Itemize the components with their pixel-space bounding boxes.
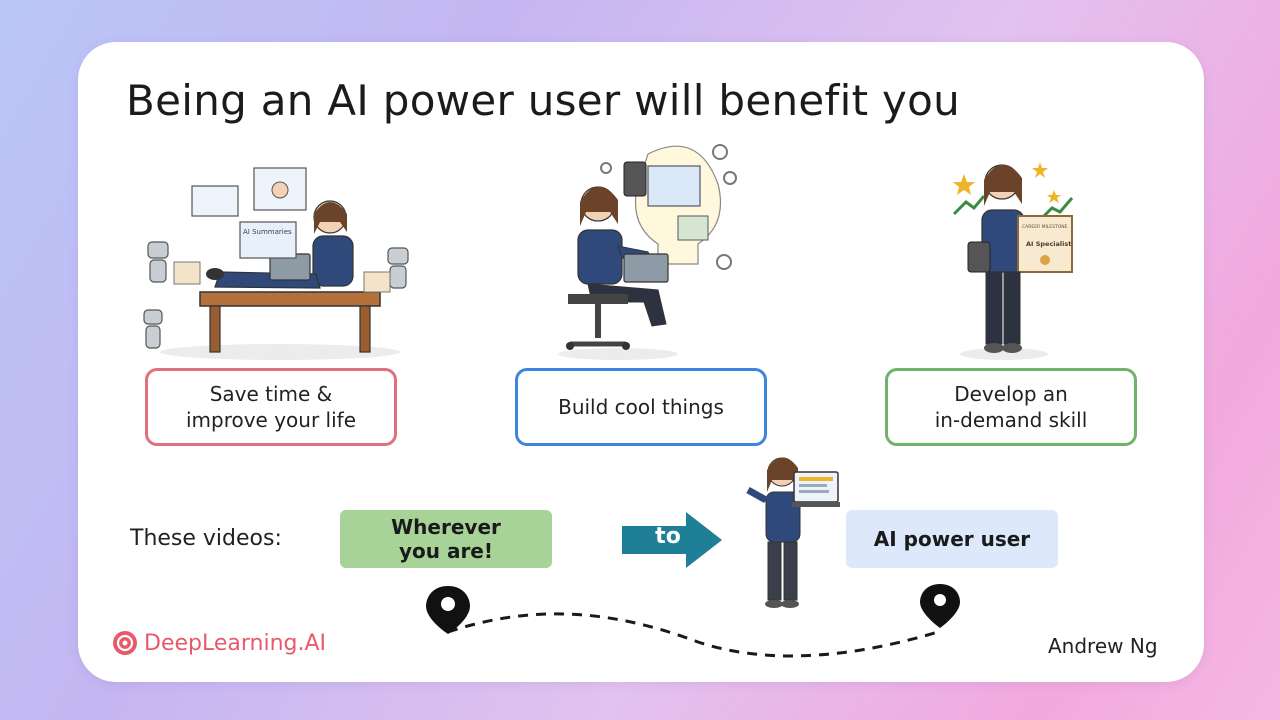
illustration-skill: CAREER MILESTONE AI Specialist — [952, 162, 1074, 360]
journey-path — [426, 584, 960, 658]
journey-label: These videos: — [130, 526, 282, 551]
map-pin-icon — [426, 586, 470, 634]
illustration-power-user — [746, 457, 840, 608]
certificate-title: AI Specialist — [1026, 240, 1071, 248]
journey-end-pill: AI power user — [846, 510, 1058, 568]
arrow-right-icon — [622, 512, 722, 568]
map-pin-icon — [920, 584, 960, 628]
arrow-label: to — [655, 524, 681, 549]
benefit-in-demand-skill: Develop an in-demand skill — [885, 368, 1137, 446]
screen-text: AI Summaries — [243, 228, 292, 236]
slide-card: Being an AI power user will benefit you … — [78, 42, 1204, 682]
benefit-save-time: Save time & improve your life — [145, 368, 397, 446]
brand-name: DeepLearning.AI — [144, 630, 327, 656]
brand-logo: DeepLearning.AI — [112, 630, 326, 656]
deeplearning-logo-icon — [113, 631, 137, 655]
benefit-build-things: Build cool things — [515, 368, 767, 446]
illustration-build — [558, 144, 737, 360]
certificate-heading: CAREER MILESTONE — [1022, 224, 1068, 230]
slide-title: Being an AI power user will benefit you — [126, 76, 961, 125]
author-name: Andrew Ng — [1048, 634, 1158, 658]
illustration-save-time: AI Summaries — [143, 167, 409, 360]
journey-start-pill: Wherever you are! — [340, 510, 552, 568]
